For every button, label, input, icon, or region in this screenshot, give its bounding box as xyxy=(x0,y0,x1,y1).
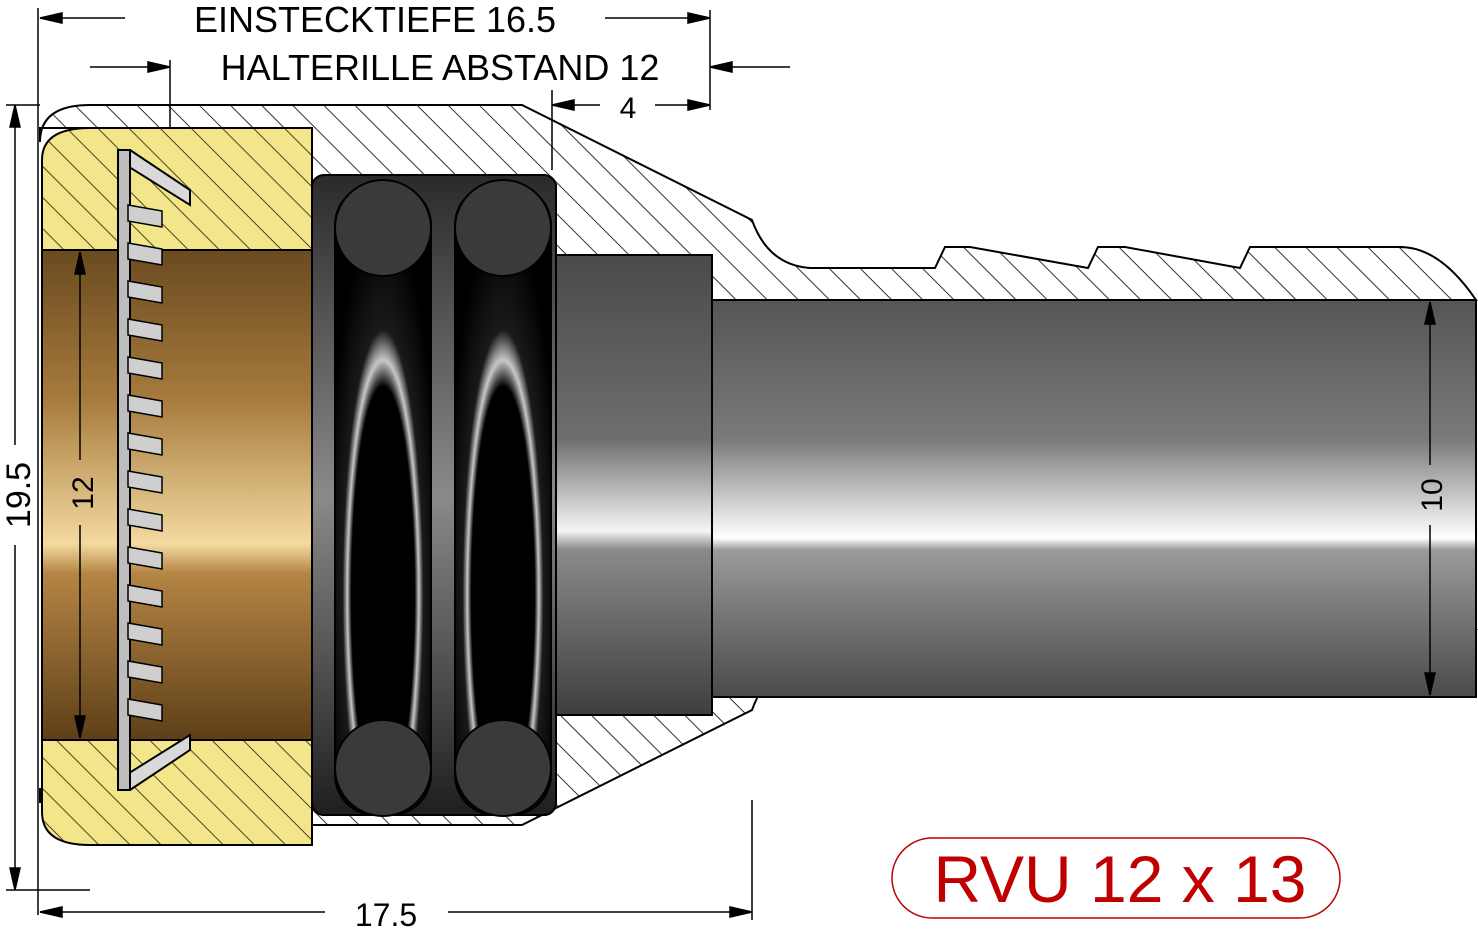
dimension-lines xyxy=(6,8,1436,920)
clamp-tooth xyxy=(127,432,163,456)
groove-distance-label: HALTERILLE ABSTAND 12 xyxy=(221,47,660,88)
clamp-teeth xyxy=(117,149,191,791)
o-ring-right xyxy=(454,179,552,817)
product-name: RVU 12 x 13 xyxy=(934,842,1307,916)
clamp-tooth xyxy=(127,318,163,342)
clamp-tooth xyxy=(127,546,163,570)
clamp-tooth xyxy=(127,242,163,266)
clamp-tooth xyxy=(127,698,163,722)
clamp-tooth xyxy=(127,394,163,418)
clamp-tooth xyxy=(127,508,163,532)
clamp-tooth xyxy=(127,660,163,684)
bore xyxy=(711,299,1477,698)
clamp-tooth xyxy=(127,204,163,228)
pipe-diameter-label: 12 xyxy=(67,476,100,509)
outer-diameter-label: 19.5 xyxy=(0,462,38,528)
collar-length-label: 4 xyxy=(620,92,637,125)
clamp-tooth xyxy=(127,584,163,608)
clamp-tooth xyxy=(127,280,163,304)
clamp-tooth xyxy=(127,622,163,646)
o-ring-left xyxy=(334,179,432,817)
clamp-tooth xyxy=(127,356,163,380)
bore-step xyxy=(555,254,713,716)
clamp-tooth xyxy=(127,470,163,494)
bore-diameter-label: 10 xyxy=(1416,478,1449,511)
insertion-depth-label: EINSTECKTIEFE 16.5 xyxy=(194,0,556,40)
overall-length-label: 17.5 xyxy=(355,897,417,929)
teeth-set xyxy=(127,204,163,722)
product-badge: RVU 12 x 13 xyxy=(891,837,1341,919)
